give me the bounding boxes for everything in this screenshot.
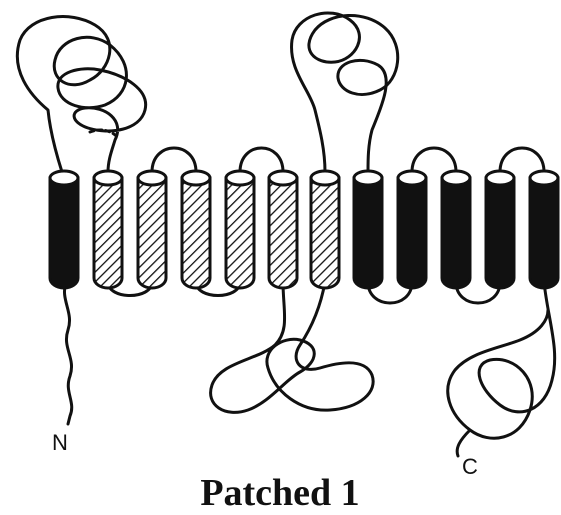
helix-5-cap xyxy=(226,171,254,185)
helix-10-cap xyxy=(442,171,470,185)
helix-5-body xyxy=(226,178,254,288)
helix-2-body xyxy=(94,178,122,288)
helix-6 xyxy=(269,171,297,288)
c-terminal-tail xyxy=(448,282,555,456)
helix-12-cap xyxy=(530,171,558,185)
helix-3-body xyxy=(138,178,166,288)
helix-1 xyxy=(50,171,78,288)
c-terminus-label: C xyxy=(462,454,478,479)
intracellular-loop-6-7 xyxy=(211,282,374,412)
diagram-title: Patched 1 xyxy=(200,472,359,514)
loop-9-10 xyxy=(412,148,456,172)
helix-7-body xyxy=(311,178,339,288)
helix-3 xyxy=(138,171,166,288)
helix-7-cap xyxy=(311,171,339,185)
n-terminus-label: N xyxy=(52,430,68,455)
helix-5 xyxy=(226,171,254,288)
transmembrane-helices xyxy=(50,171,558,288)
helix-11-cap xyxy=(486,171,514,185)
helix-6-cap xyxy=(269,171,297,185)
helix-7 xyxy=(311,171,339,288)
n-terminal-tail xyxy=(64,282,71,424)
helix-10-body xyxy=(442,178,470,288)
helix-4-cap xyxy=(182,171,210,185)
helix-11 xyxy=(486,171,514,288)
helix-8 xyxy=(354,171,382,288)
helix-3-cap xyxy=(138,171,166,185)
helix-2 xyxy=(94,171,122,288)
helix-12-body xyxy=(530,178,558,288)
helix-8-body xyxy=(354,178,382,288)
helix-9 xyxy=(398,171,426,288)
helix-4 xyxy=(182,171,210,288)
extracellular-loop-7-8 xyxy=(292,13,398,172)
helix-12 xyxy=(530,171,558,288)
loop-3-4 xyxy=(152,148,196,172)
loop-5-6 xyxy=(240,148,283,172)
helix-2-cap xyxy=(94,171,122,185)
helix-6-body xyxy=(269,178,297,288)
helix-9-cap xyxy=(398,171,426,185)
helix-11-body xyxy=(486,178,514,288)
helix-4-body xyxy=(182,178,210,288)
helix-1-body xyxy=(50,178,78,288)
helix-10 xyxy=(442,171,470,288)
helix-8-cap xyxy=(354,171,382,185)
helix-1-cap xyxy=(50,171,78,185)
extracellular-loop-1 xyxy=(17,17,145,172)
helix-9-body xyxy=(398,178,426,288)
loop-11-12 xyxy=(500,148,544,172)
